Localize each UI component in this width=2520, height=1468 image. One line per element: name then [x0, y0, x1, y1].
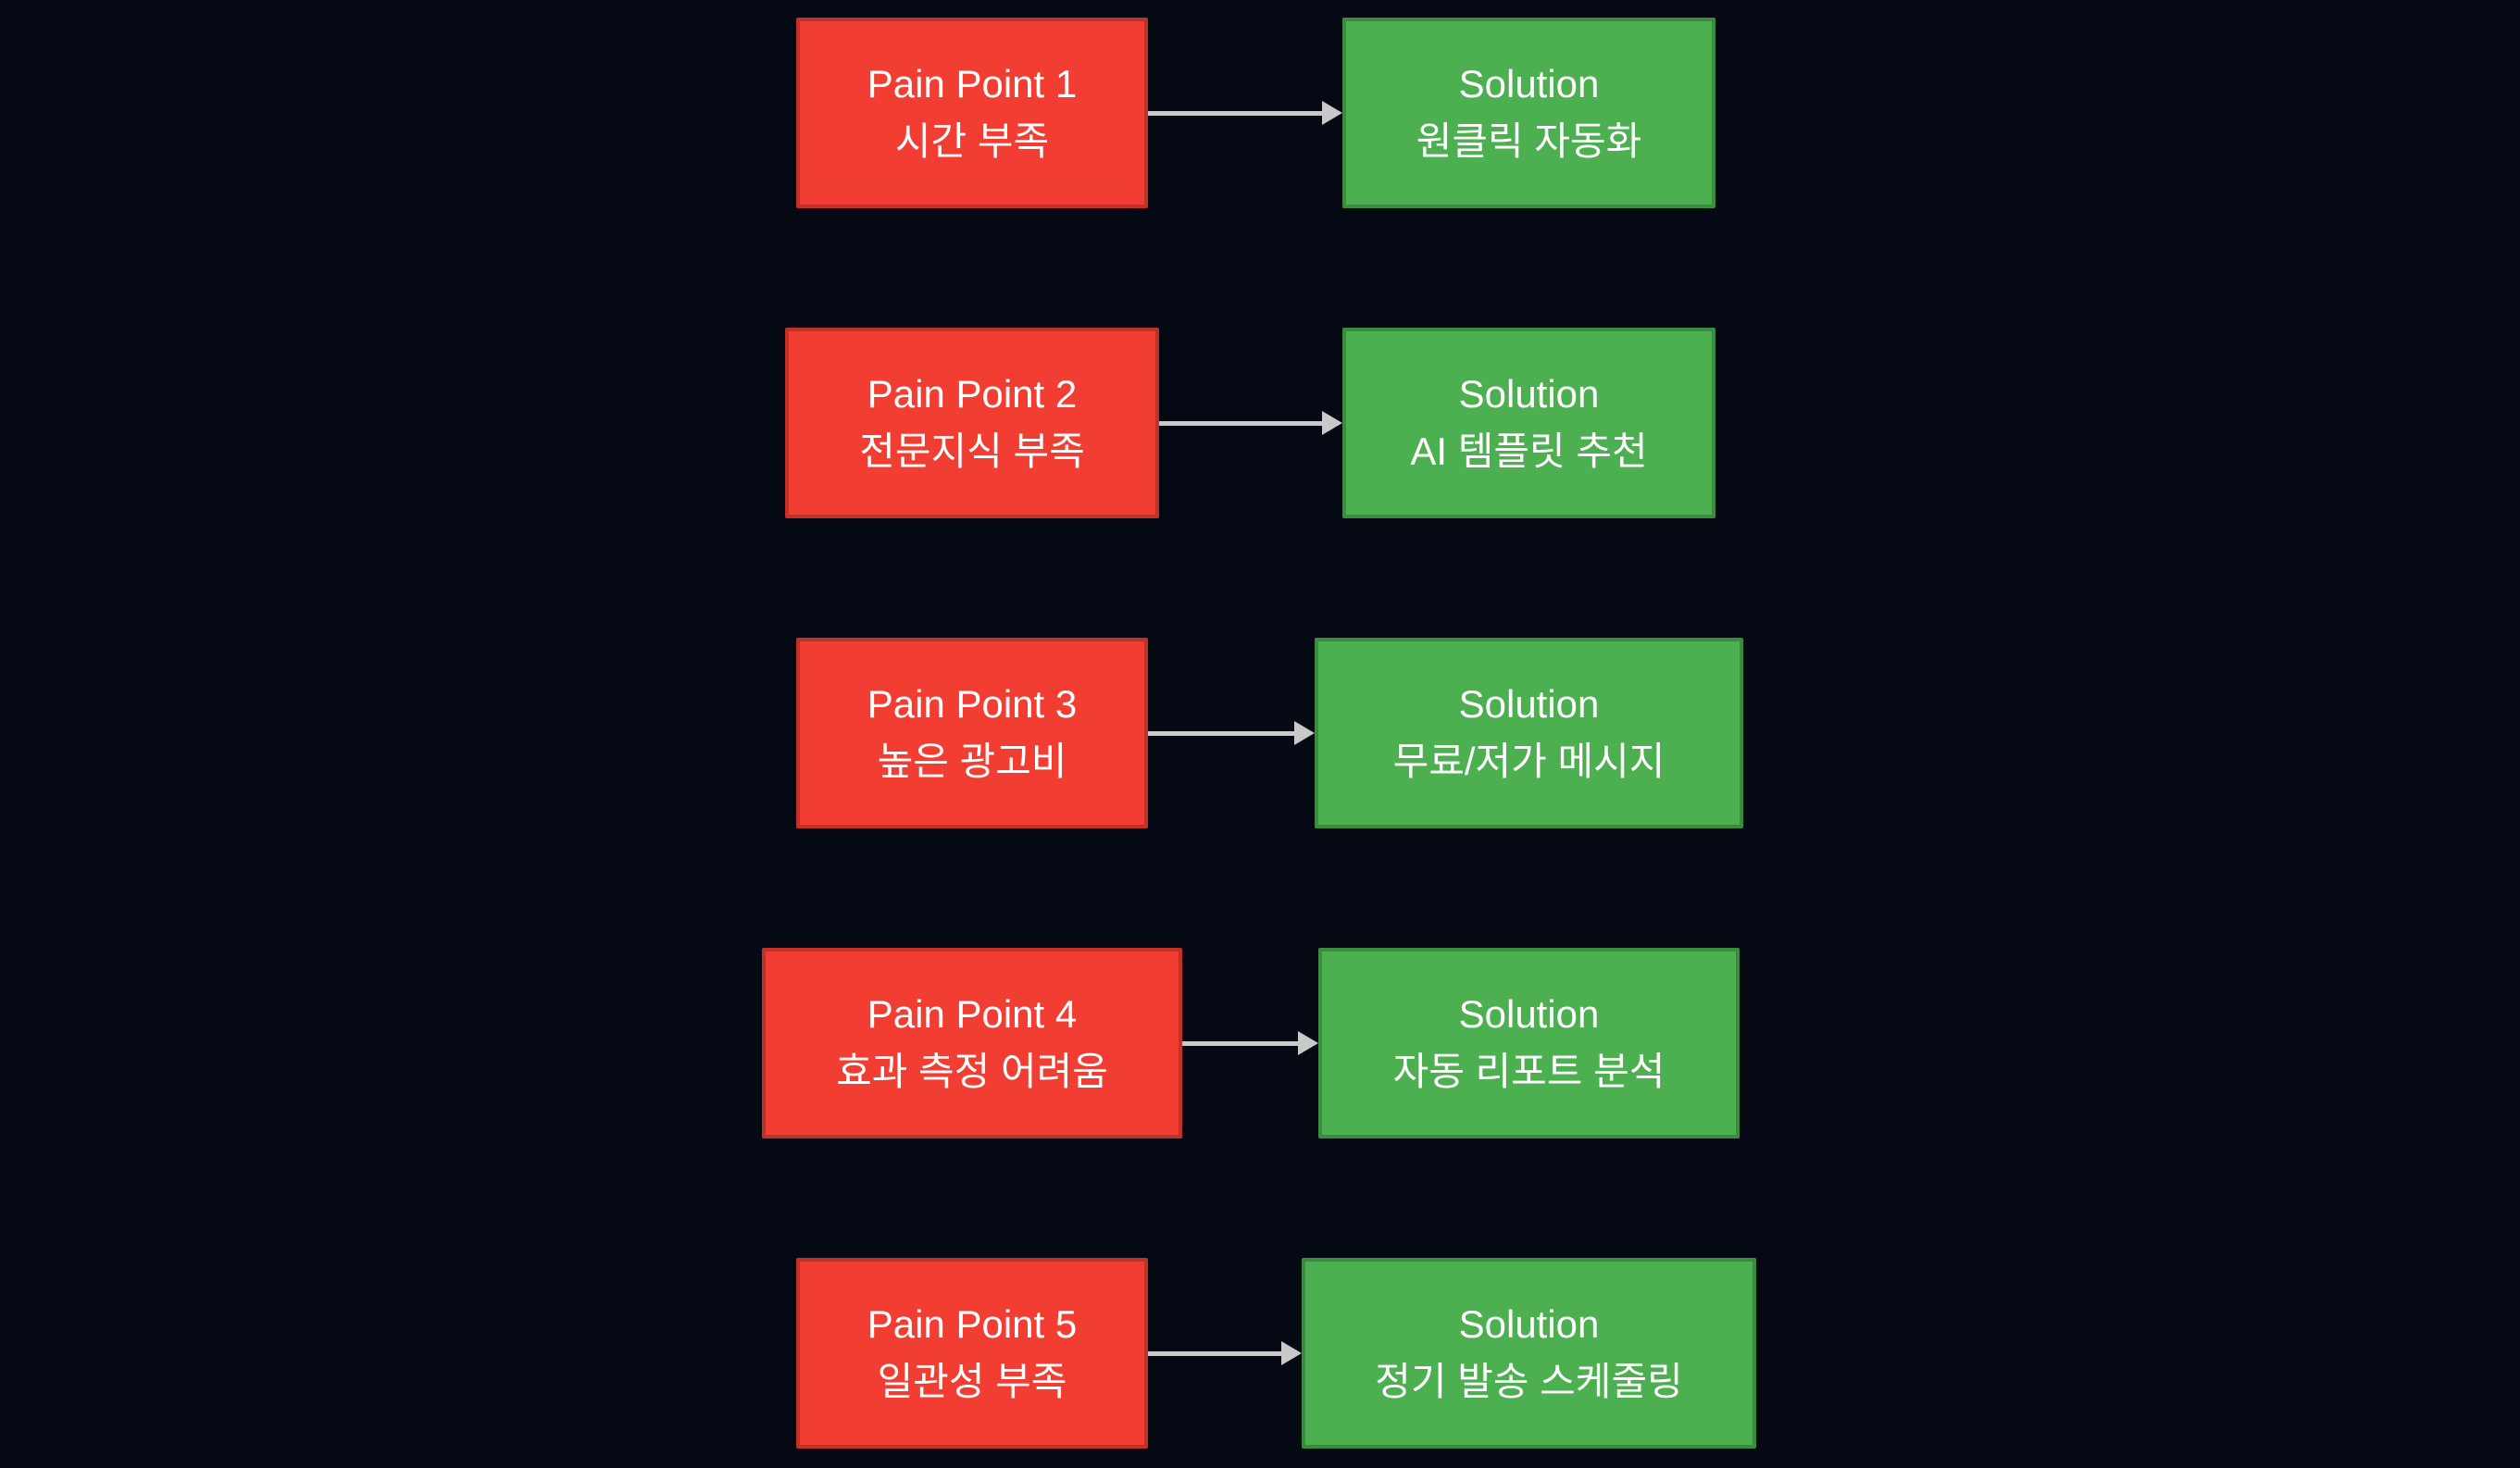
solution-3-title: Solution	[1458, 682, 1600, 726]
arrow-line	[1148, 1350, 1281, 1356]
arrow-head-icon	[1322, 101, 1342, 125]
solution-3-desc: 무료/저가 메시지	[1392, 740, 1665, 783]
arrow-head-icon	[1281, 1341, 1302, 1365]
solution-4-desc: 자동 리포트 분석	[1392, 1050, 1665, 1093]
arrow-line	[1148, 110, 1322, 116]
arrow-connector-5	[1148, 1341, 1302, 1365]
pain-point-2-box: Pain Point 2 전문지식 부족	[785, 328, 1159, 518]
pain-point-4-desc: 효과 측정 어려움	[836, 1050, 1108, 1093]
solution-1-desc: 원클릭 자동화	[1416, 119, 1642, 163]
solution-1-box: Solution 원클릭 자동화	[1342, 18, 1715, 208]
solution-2-desc: AI 템플릿 추천	[1410, 429, 1648, 473]
pain-point-1-title: Pain Point 1	[867, 62, 1078, 106]
pain-point-2-desc: 전문지식 부족	[859, 429, 1085, 473]
solution-5-desc: 정기 발송 스케줄링	[1375, 1360, 1683, 1403]
pain-point-1-desc: 시간 부족	[894, 119, 1050, 163]
pain-point-5-title: Pain Point 5	[867, 1302, 1078, 1346]
arrow-head-icon	[1294, 721, 1315, 745]
arrow-line	[1159, 420, 1322, 426]
pain-point-5-desc: 일관성 부족	[877, 1360, 1067, 1403]
pain-point-3-box: Pain Point 3 높은 광고비	[796, 638, 1148, 828]
arrow-connector-1	[1148, 101, 1342, 125]
arrow-connector-4	[1182, 1031, 1318, 1055]
arrow-line	[1182, 1040, 1298, 1046]
pain-point-3-desc: 높은 광고비	[877, 740, 1067, 783]
solution-1-title: Solution	[1458, 62, 1600, 106]
arrow-connector-3	[1148, 721, 1315, 745]
solution-4-box: Solution 자동 리포트 분석	[1318, 948, 1740, 1138]
solution-4-title: Solution	[1458, 992, 1600, 1036]
pain-point-4-box: Pain Point 4 효과 측정 어려움	[762, 948, 1182, 1138]
pain-point-1-box: Pain Point 1 시간 부족	[796, 18, 1148, 208]
solution-2-box: Solution AI 템플릿 추천	[1342, 328, 1715, 518]
solution-5-box: Solution 정기 발송 스케줄링	[1302, 1258, 1756, 1449]
pain-point-5-box: Pain Point 5 일관성 부족	[796, 1258, 1148, 1449]
arrow-line	[1148, 730, 1294, 736]
pain-point-2-title: Pain Point 2	[867, 372, 1078, 416]
solution-5-title: Solution	[1458, 1302, 1600, 1346]
solution-2-title: Solution	[1458, 372, 1600, 416]
arrow-connector-2	[1159, 411, 1342, 435]
solution-3-box: Solution 무료/저가 메시지	[1315, 638, 1743, 828]
arrow-head-icon	[1298, 1031, 1318, 1055]
pain-point-3-title: Pain Point 3	[867, 682, 1078, 726]
arrow-head-icon	[1322, 411, 1342, 435]
pain-point-4-title: Pain Point 4	[867, 992, 1078, 1036]
